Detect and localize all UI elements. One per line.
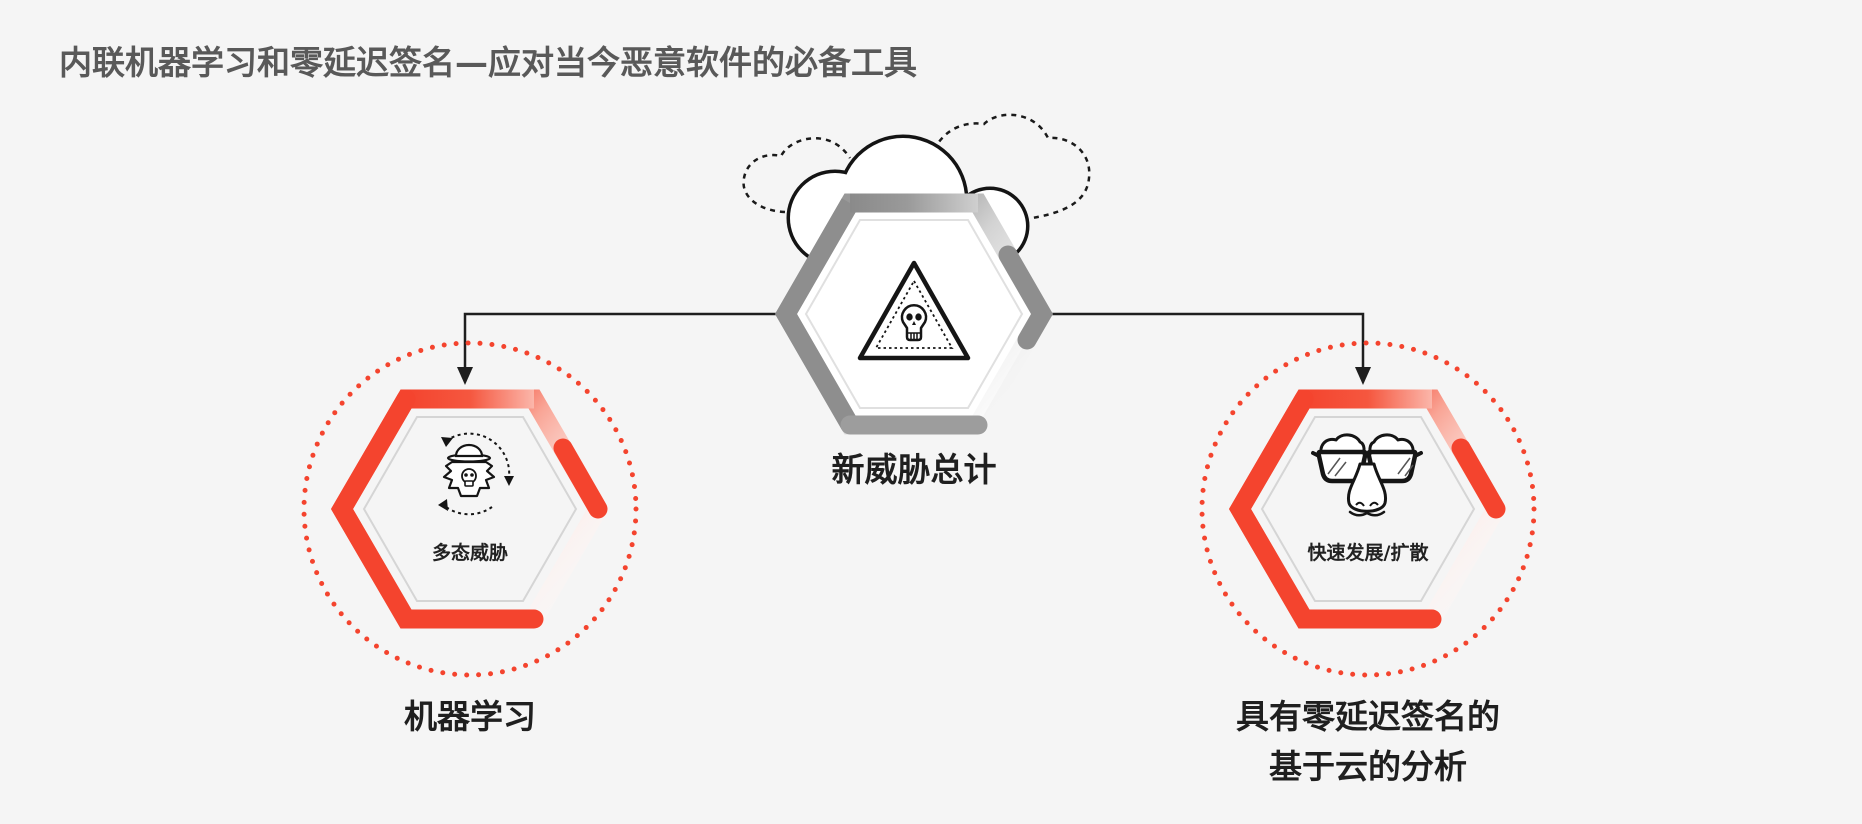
center-hexagon-left-sides xyxy=(775,198,859,430)
skull-teeth xyxy=(907,332,921,340)
polymorphic-monster-icon xyxy=(438,432,514,516)
disguise-glasses-icon xyxy=(1311,433,1423,517)
left-node-label: 机器学习 xyxy=(404,697,536,736)
left-hexagon-left-bottom xyxy=(331,389,544,629)
connector-right xyxy=(1052,312,1371,385)
connector-left-line xyxy=(463,312,776,370)
right-node-label-line-1: 具有零延迟签名的 xyxy=(1236,697,1500,736)
page-title: 内联机器学习和零延迟签名—应对当今恶意软件的必备工具 xyxy=(59,43,917,82)
fake-nose xyxy=(1346,462,1388,513)
right-inner-label: 快速发展/扩散 xyxy=(1308,541,1429,564)
left-dotted-ring xyxy=(301,340,639,678)
monster-skull-eye xyxy=(464,473,468,477)
connector-right-line xyxy=(1052,312,1365,370)
monster-hat-dome xyxy=(454,443,484,458)
right-hexagon-inner-line xyxy=(1260,416,1476,602)
arrowhead-icon xyxy=(438,499,448,511)
arrow-down-icon xyxy=(1355,367,1371,385)
mustache xyxy=(1348,510,1386,517)
right-dotted-ring xyxy=(1199,340,1537,678)
arrowhead-icon xyxy=(441,437,453,447)
skull-eye-right xyxy=(915,313,922,321)
right-node: 快速发展/扩散 xyxy=(1199,340,1537,678)
rotate-arc-top xyxy=(445,432,511,478)
warning-triangle-dashed xyxy=(874,279,954,349)
skull-eye-left xyxy=(906,313,913,321)
glasses-bridge xyxy=(1362,452,1372,458)
center-hexagon xyxy=(775,193,1053,435)
dashed-cloud-left xyxy=(742,137,852,214)
right-hexagon-right-segment xyxy=(1451,438,1506,519)
left-node: 多态威胁 xyxy=(301,340,639,678)
right-node-label-line-2: 基于云的分析 xyxy=(1269,747,1467,786)
arrow-down-icon xyxy=(457,367,473,385)
skull-warning-triangle-icon xyxy=(857,260,971,361)
skull-nose xyxy=(912,321,916,325)
lens-glints xyxy=(1327,457,1414,477)
left-inner-label: 多态威胁 xyxy=(432,541,508,564)
connector-left xyxy=(457,312,776,385)
nostrils xyxy=(1355,501,1379,507)
arrowhead-icon xyxy=(504,476,514,486)
dashed-cloud-right xyxy=(932,113,1091,220)
left-hexagon-inner-line xyxy=(362,416,578,602)
right-hexagon-left-bottom xyxy=(1229,389,1442,629)
left-hexagon-right-segment xyxy=(553,438,608,519)
center-hexagon-inner-line xyxy=(804,219,1024,409)
center-hexagon-right-segment xyxy=(998,245,1053,350)
monster-skull-jaw xyxy=(464,480,474,487)
center-node-label: 新威胁总计 xyxy=(832,450,997,489)
monster-skull-eye xyxy=(470,473,474,477)
